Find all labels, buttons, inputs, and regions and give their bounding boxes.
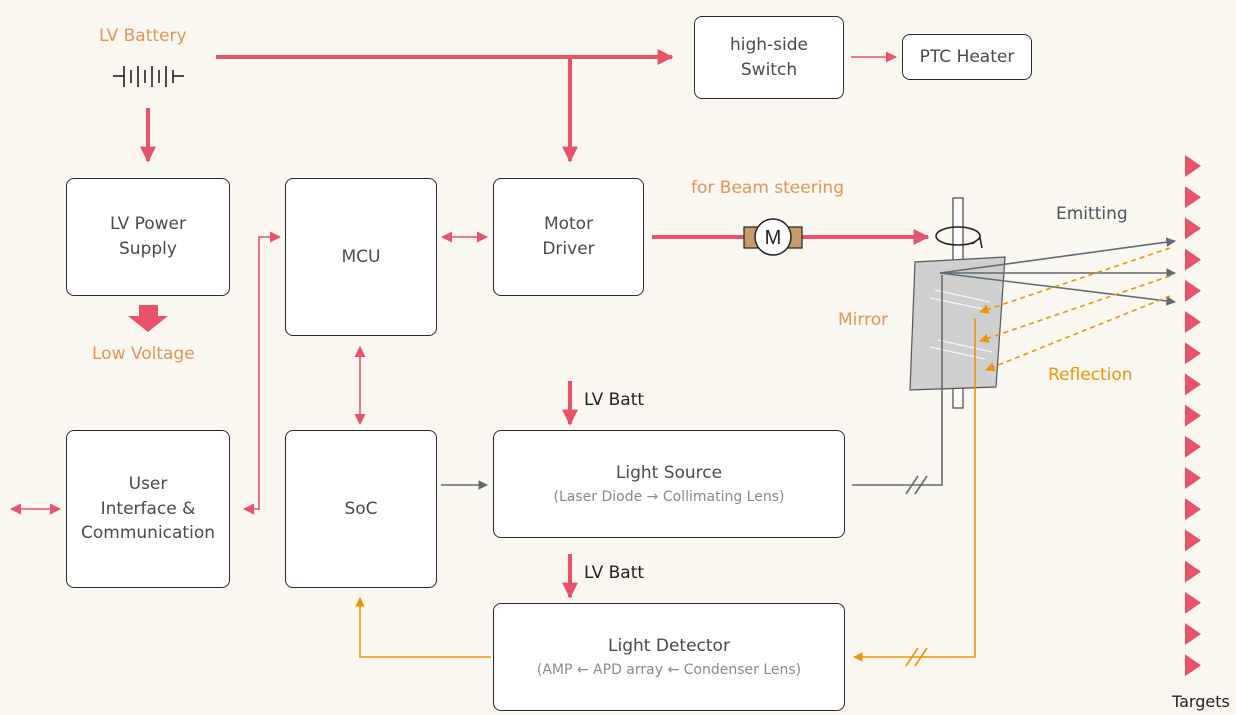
targets-column: [1185, 155, 1201, 677]
light-detector-box: Light Detector (AMP ← APD array ← Conden…: [493, 603, 845, 711]
lv-battery-label: LV Battery: [99, 26, 187, 46]
motor-driver-box: Motor Driver: [493, 178, 644, 296]
target-marker: [1185, 186, 1201, 209]
target-marker: [1185, 529, 1201, 552]
light-source-detail: (Laser Diode → Collimating Lens): [553, 489, 785, 506]
detector-to-soc-arrow: [355, 597, 491, 658]
soc-label: SoC: [344, 498, 378, 519]
beam-steering-label: for Beam steering: [691, 178, 844, 198]
target-marker: [1185, 342, 1201, 365]
mcu-box: MCU: [285, 178, 437, 336]
svg-text:M: M: [765, 227, 782, 249]
reflection-label: Reflection: [1048, 365, 1133, 385]
emitted-rays: [441, 237, 1176, 495]
light-source-box: Light Source (Laser Diode → Collimating …: [493, 430, 845, 538]
target-marker: [1185, 560, 1201, 583]
target-marker: [1185, 311, 1201, 333]
ptc-heater-label: PTC Heater: [919, 46, 1015, 67]
target-marker: [1185, 248, 1201, 271]
high-side-switch-label: high-side Switch: [729, 34, 809, 80]
light-detector-detail: (AMP ← APD array ← Condenser Lens): [536, 662, 802, 679]
ptc-heater-box: PTC Heater: [902, 34, 1032, 80]
target-marker: [1185, 591, 1201, 614]
thin-red-arrows: [9, 51, 898, 515]
lv-power-supply-box: LV Power Supply: [66, 178, 230, 296]
target-marker: [1185, 498, 1201, 521]
ui-mcu-arrow: [242, 231, 282, 515]
source-to-mirror-line: [852, 275, 943, 486]
motor-driver-label: Motor Driver: [542, 214, 595, 259]
lv-batt-detector-label: LV Batt: [584, 563, 645, 583]
mirror-label: Mirror: [838, 310, 889, 330]
soc-box: SoC: [285, 430, 437, 588]
target-marker: [1185, 654, 1201, 677]
power-lines: [140, 49, 930, 599]
light-source-title: Light Source: [615, 462, 723, 483]
rotation-icon: [935, 226, 983, 249]
mirror-assembly: [909, 197, 1006, 409]
target-marker: [1185, 623, 1201, 645]
high-side-switch-box: high-side Switch: [694, 16, 844, 99]
low-voltage-label: Low Voltage: [92, 344, 195, 364]
target-marker: [1185, 435, 1201, 458]
mcu-label: MCU: [341, 246, 381, 267]
user-interface-box: User Interface & Communication: [66, 430, 230, 588]
lv-batt-source-label: LV Batt: [584, 390, 645, 410]
low-voltage-arrow: [128, 305, 168, 332]
emitting-label: Emitting: [1056, 204, 1128, 224]
motor-icon: M: [743, 218, 803, 256]
target-marker: [1185, 217, 1201, 240]
reflected-rays: [979, 247, 1171, 372]
detector-paths: [355, 318, 976, 667]
target-marker: [1185, 404, 1201, 427]
target-marker: [1185, 373, 1201, 396]
battery-icon: [113, 66, 184, 87]
target-marker: [1185, 467, 1201, 489]
lv-power-supply-label: LV Power Supply: [109, 214, 187, 259]
target-marker: [1185, 155, 1201, 177]
user-interface-label: User Interface & Communication: [81, 474, 215, 544]
targets-label: Targets: [1172, 692, 1230, 711]
target-marker: [1185, 279, 1201, 302]
light-detector-title: Light Detector: [608, 635, 730, 656]
